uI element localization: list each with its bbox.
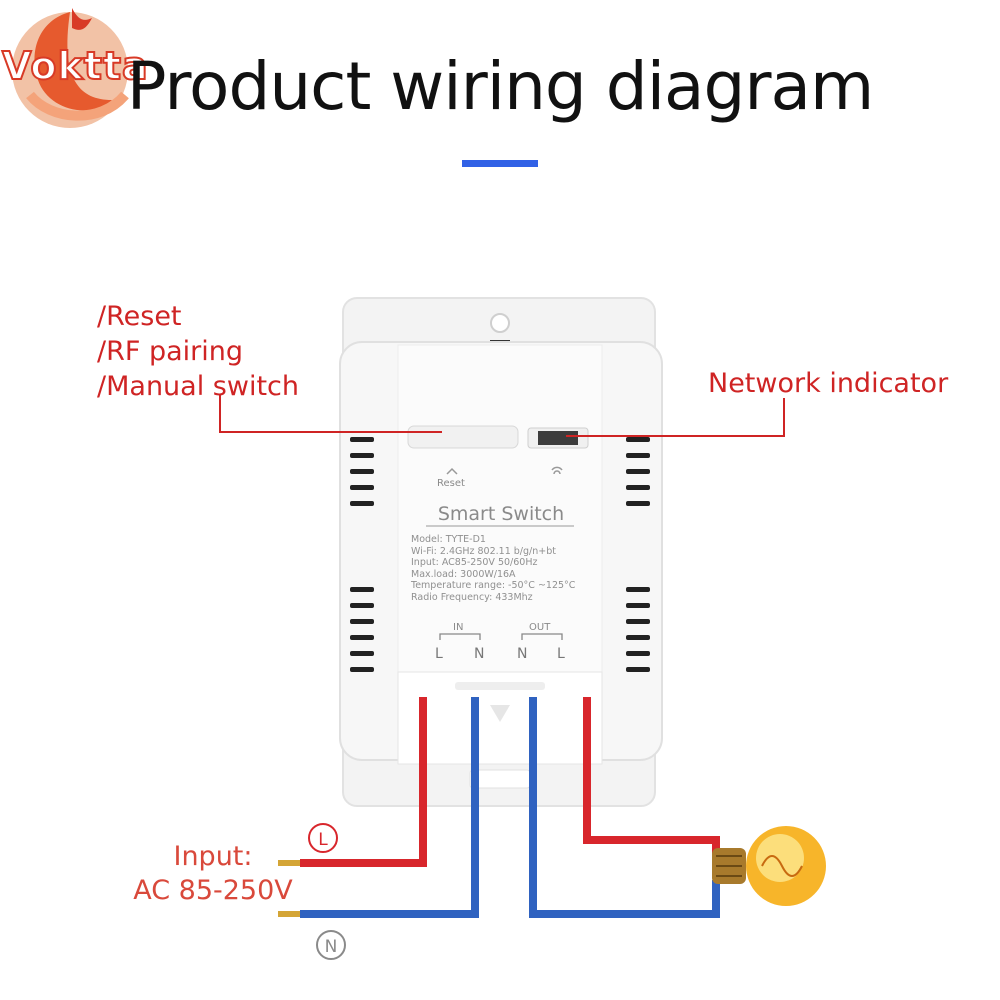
reset-label: Reset xyxy=(437,478,465,489)
light-bulb-icon xyxy=(712,826,826,906)
brand-logo-text: Voktta xyxy=(1,43,149,89)
out-label: OUT xyxy=(529,622,551,633)
cover-latch xyxy=(455,682,545,690)
terminal-in-n: N xyxy=(474,646,485,662)
input-label-line2: AC 85-250V xyxy=(133,875,293,906)
page-title: Product wiring diagram xyxy=(126,48,875,125)
out-bracket xyxy=(521,633,563,640)
in-label: IN xyxy=(453,622,464,633)
device-name: Smart Switch xyxy=(437,503,565,525)
in-bracket xyxy=(439,633,481,640)
callout-network-indicator: Network indicator xyxy=(708,368,949,399)
left-callout-line xyxy=(219,395,442,433)
callout-manual-switch: /Manual switch xyxy=(97,371,299,402)
spec-wifi: Wi-Fi: 2.4GHz 802.11 b/g/n+bt xyxy=(411,545,556,557)
spec-model: Model: TYTE-D1 xyxy=(411,534,486,545)
terminal-in-l: L xyxy=(435,646,443,662)
spec-input: Input: AC85-250V 50/60Hz xyxy=(411,557,538,568)
spec-max-load: Max.load: 3000W/16A xyxy=(411,568,516,580)
vent-right xyxy=(626,437,650,672)
brand-logo-mark xyxy=(12,8,129,128)
mounting-hole xyxy=(490,313,510,333)
right-callout-line xyxy=(566,398,785,437)
vent-left xyxy=(350,437,374,672)
terminal-out-l: L xyxy=(557,646,565,662)
device-face xyxy=(397,344,603,676)
output-neutral-wire xyxy=(529,697,720,918)
left-callout: /Reset /RF pairing /Manual switch xyxy=(97,299,299,404)
cover-arrow xyxy=(490,705,510,722)
terminal-out-n: N xyxy=(517,646,528,662)
reset-button xyxy=(407,425,519,449)
live-symbol-icon: L xyxy=(308,823,338,853)
spec-list: Model: TYTE-D1 Wi-Fi: 2.4GHz 802.11 b/g/… xyxy=(411,534,575,603)
reset-chevron-icon xyxy=(446,467,458,475)
input-label-line1: Input: xyxy=(173,841,253,872)
live-wire-tip xyxy=(278,860,300,866)
input-live-wire xyxy=(300,697,427,867)
brand-logo: Voktta xyxy=(0,0,170,130)
wifi-icon xyxy=(551,466,563,475)
input-label: Input: AC 85-250V xyxy=(128,840,298,908)
spec-radio-frequency: Radio Frequency: 433Mhz xyxy=(411,591,533,603)
neutral-symbol-icon: N xyxy=(316,930,346,960)
neutral-wire-tip xyxy=(278,911,300,917)
network-led xyxy=(538,431,578,445)
callout-rf-pairing: /RF pairing xyxy=(97,336,244,367)
callout-reset: /Reset xyxy=(97,301,182,332)
input-neutral-wire xyxy=(300,697,479,918)
spec-temperature: Temperature range: -50°C ~125°C xyxy=(411,580,576,591)
title-underline xyxy=(462,160,538,167)
